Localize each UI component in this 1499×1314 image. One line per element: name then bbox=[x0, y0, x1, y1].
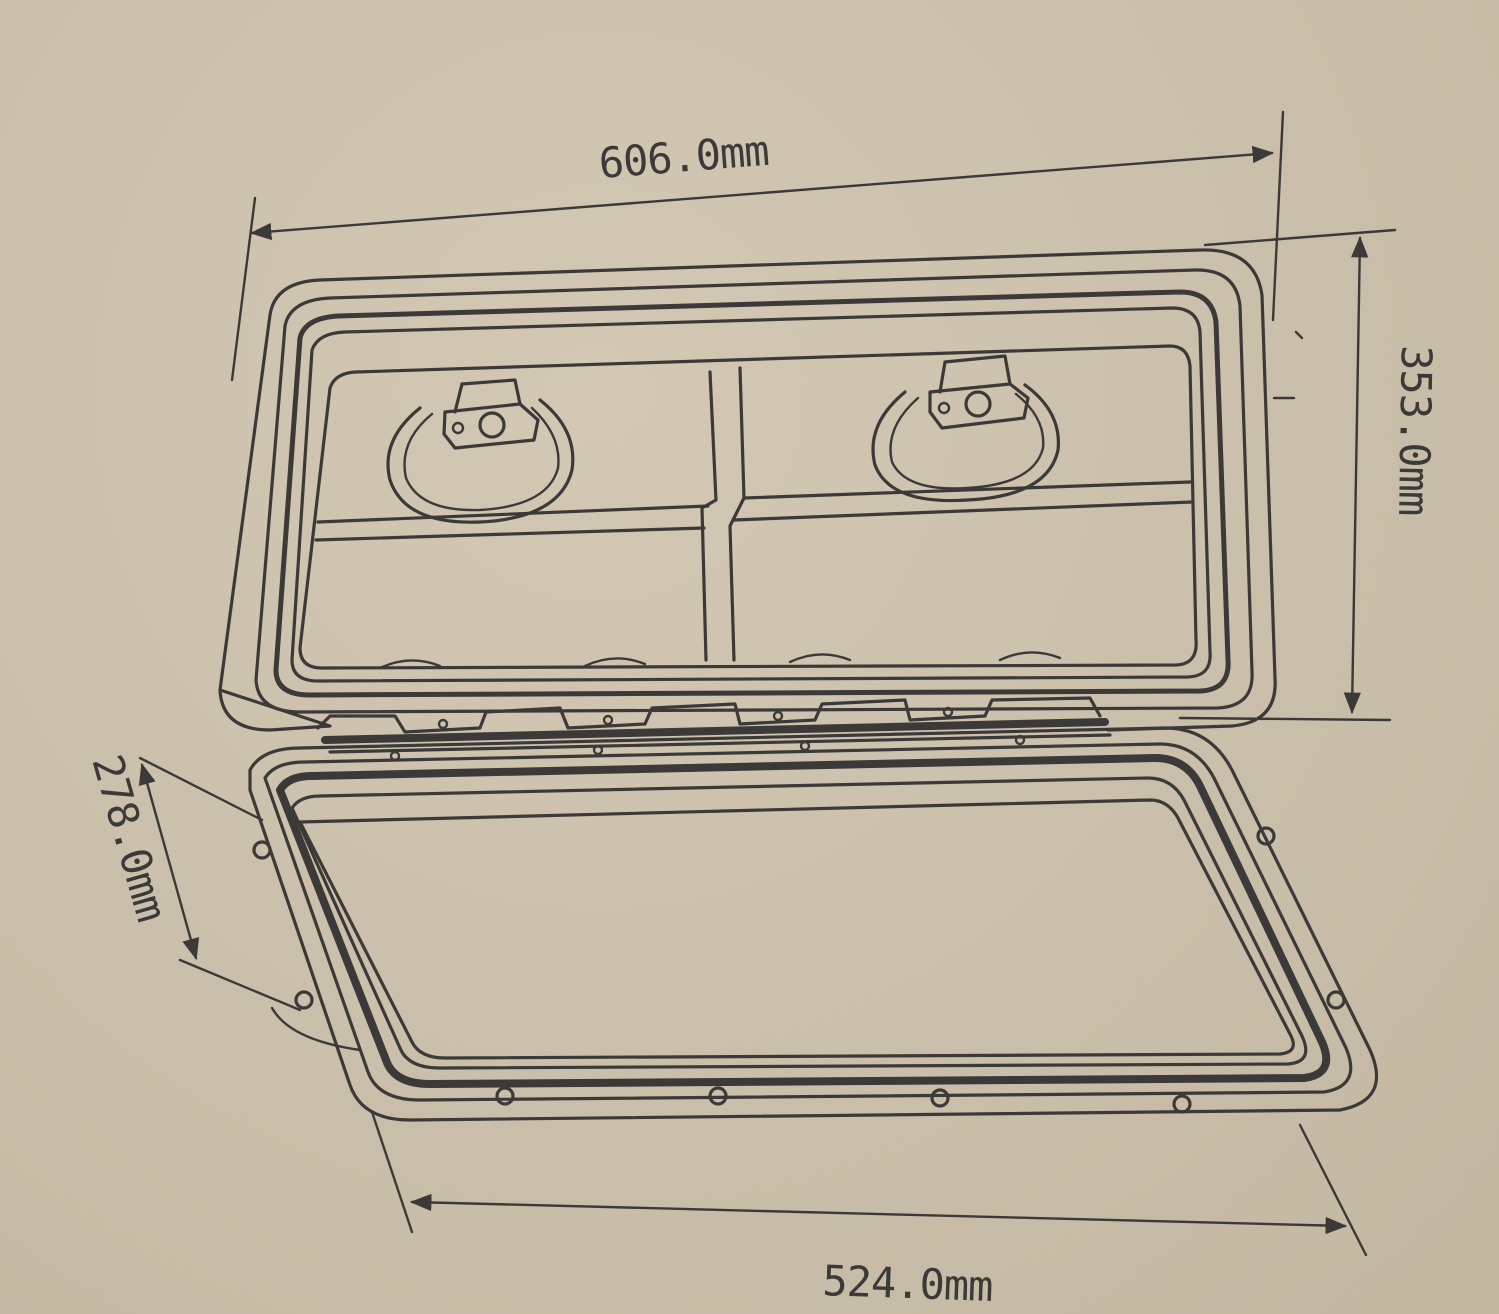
lid-rim-1 bbox=[254, 268, 1254, 714]
lid-rib-vertical bbox=[700, 370, 718, 662]
lid-drain-bumps bbox=[378, 651, 1062, 670]
latch-left-knob-icon bbox=[478, 411, 506, 439]
latch-left-guard-inner bbox=[403, 406, 560, 512]
extension-line-bottom bbox=[1178, 716, 1392, 722]
hinge-screws bbox=[389, 706, 1026, 762]
latch-left-guard bbox=[386, 398, 575, 524]
hinge-knuckles bbox=[316, 696, 1102, 734]
lid-rib-vertical-2 bbox=[728, 366, 746, 662]
latch-right-hinge bbox=[938, 354, 1012, 394]
latch-right-screw-icon bbox=[937, 401, 951, 415]
dimension-overall-width: 606.0mm bbox=[230, 110, 1285, 382]
frame-seal bbox=[276, 754, 1331, 1088]
lid-rib-horizontal-2 bbox=[314, 500, 1194, 542]
frame-corner-detail bbox=[270, 1006, 362, 1052]
screw-icon bbox=[437, 718, 449, 730]
latch-right-knob-icon bbox=[964, 390, 992, 418]
latch-left-plate bbox=[442, 402, 540, 450]
screw-icon bbox=[1256, 826, 1276, 846]
screw-icon bbox=[592, 744, 604, 756]
extension-line-left bbox=[370, 1110, 414, 1234]
frame-rim-1 bbox=[263, 742, 1353, 1102]
screw-icon bbox=[495, 1086, 515, 1106]
tick-mark bbox=[1294, 330, 1304, 340]
latch-left-screw-icon bbox=[451, 421, 465, 435]
screw-icon bbox=[1014, 734, 1026, 746]
screw-icon bbox=[942, 706, 954, 718]
lid-outer-outline bbox=[218, 248, 1277, 732]
screw-icon bbox=[772, 710, 784, 722]
dimension-line-height bbox=[1343, 235, 1369, 715]
dimension-opening-width: 524.0mm bbox=[370, 1110, 1368, 1311]
screw-icon bbox=[708, 1086, 728, 1106]
lid-inner-recess bbox=[298, 344, 1198, 670]
screw-icon bbox=[1172, 1094, 1192, 1114]
hatch-frame bbox=[248, 726, 1379, 1122]
label-overall-width: 606.0mm bbox=[597, 126, 770, 188]
latch-left bbox=[386, 378, 575, 524]
frame-outer-outline bbox=[248, 726, 1379, 1122]
label-overall-height: 353.0mm bbox=[1389, 345, 1441, 516]
lid-rim-3 bbox=[290, 306, 1212, 683]
screw-icon bbox=[294, 990, 314, 1010]
screw-icon bbox=[930, 1088, 950, 1108]
dimension-line-opening-height bbox=[138, 762, 200, 961]
screw-icon bbox=[1326, 990, 1346, 1010]
hinge-base bbox=[328, 733, 1112, 754]
dimension-overall-height: 353.0mm bbox=[1178, 228, 1441, 722]
latch-right-guard-inner bbox=[889, 392, 1045, 490]
label-opening-width: 524.0mm bbox=[822, 1256, 994, 1311]
lid-outer-left-edge bbox=[218, 313, 272, 692]
lid-rim-2 bbox=[273, 289, 1231, 698]
extension-line-bottom bbox=[178, 958, 302, 1012]
dimension-line-width bbox=[249, 145, 1275, 241]
extension-line-left bbox=[230, 196, 257, 382]
screw-icon bbox=[252, 840, 272, 860]
frame-rim-inner bbox=[290, 776, 1308, 1070]
latch-left-hinge bbox=[453, 378, 522, 414]
latch-right-guard bbox=[871, 383, 1060, 503]
extension-line-top bbox=[1203, 228, 1397, 247]
latch-right bbox=[871, 354, 1060, 503]
hinge-strip bbox=[316, 696, 1112, 762]
extension-line-right bbox=[1271, 110, 1285, 322]
lid-rib-horizontal bbox=[316, 480, 1192, 524]
extension-line-top bbox=[138, 756, 264, 822]
screw-icon bbox=[602, 714, 614, 726]
extension-line-right bbox=[1298, 1123, 1368, 1257]
hatch-lid bbox=[218, 248, 1277, 732]
frame-screws bbox=[252, 826, 1346, 1114]
frame-opening bbox=[298, 798, 1295, 1060]
hinge-pin bbox=[321, 718, 1109, 744]
dimension-line-opening-width bbox=[409, 1193, 1348, 1235]
